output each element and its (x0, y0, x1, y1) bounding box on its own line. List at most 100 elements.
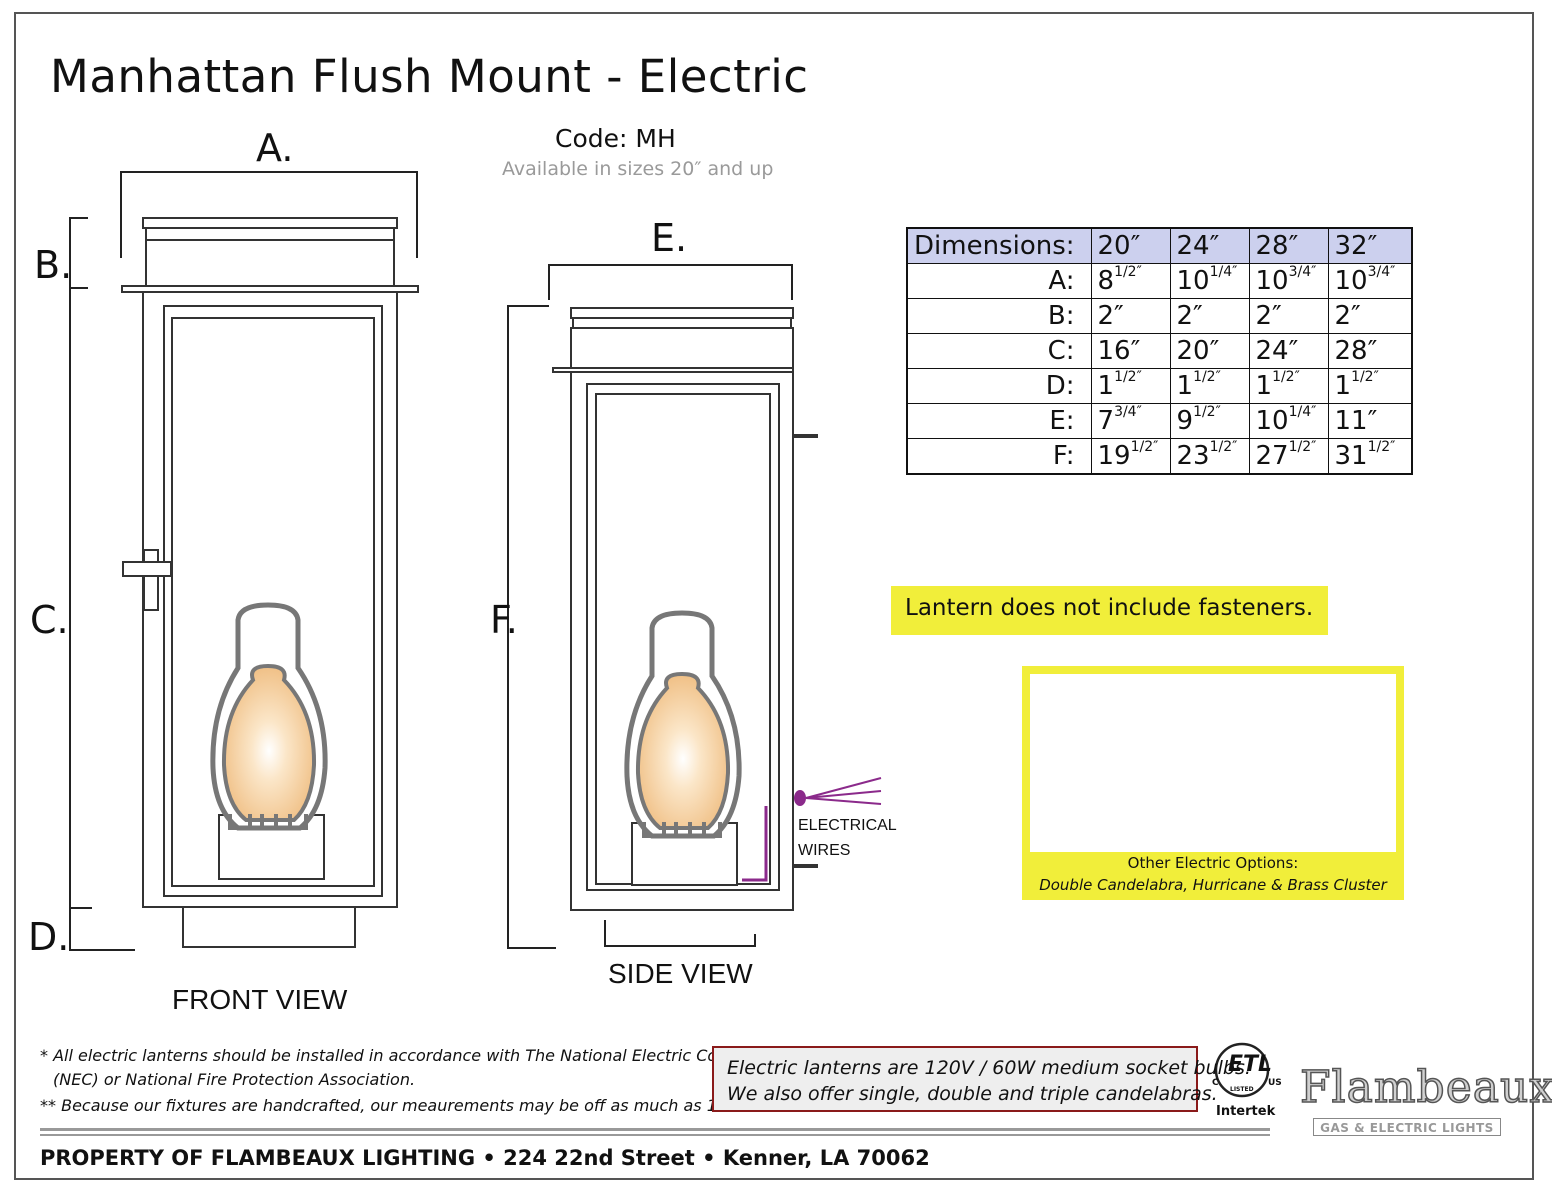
table-cell-whole: 1 (1334, 371, 1352, 401)
table-row-label: A: (906, 263, 1092, 299)
table-cell-fraction: 1/2″ (1114, 369, 1142, 385)
table-cell-whole: 1 (1097, 371, 1115, 401)
etl-mark: ETL (1228, 1052, 1273, 1077)
table-cell-whole: 28″ (1334, 336, 1378, 366)
product-code: Code: MH (555, 124, 676, 153)
fastener-note: Lantern does not include fasteners. (891, 586, 1328, 635)
dimension-label-b: B. (34, 243, 73, 287)
table-row: D:11/2″11/2″11/2″11/2″ (906, 368, 1413, 404)
table-cell: 2″ (1327, 298, 1413, 334)
dimension-label-c: C. (30, 598, 69, 642)
table-cell: 191/2″ (1090, 438, 1171, 475)
etl-listed-mark: LISTED (1230, 1086, 1254, 1093)
table-row: A:81/2″101/4″103/4″103/4″ (906, 263, 1413, 299)
table-cell: 73/4″ (1090, 403, 1171, 439)
options-subtitle: Double Candelabra, Hurricane & Brass Clu… (1039, 876, 1387, 894)
table-cell: 103/4″ (1327, 263, 1413, 299)
table-cell-fraction: 1/2″ (1130, 439, 1159, 455)
table-cell-fraction: 1/2″ (1367, 439, 1396, 455)
table-row: F:191/2″231/2″271/2″311/2″ (906, 438, 1413, 475)
table-row-label: C: (906, 333, 1092, 369)
footnote-1: * All electric lanterns should be instal… (40, 1046, 738, 1065)
front-dimension-lines (69, 171, 418, 951)
table-header-row: Dimensions: 20″ 24″ 28″ 32″ (906, 227, 1413, 264)
table-cell: 16″ (1090, 333, 1171, 369)
table-cell: 20″ (1169, 333, 1250, 369)
etl-us-mark: US (1268, 1078, 1282, 1088)
table-header-size: 24″ (1169, 227, 1250, 264)
table-cell-whole: 31 (1334, 441, 1368, 471)
table-cell: 11/2″ (1169, 368, 1250, 404)
footnote-2: ** Because our fixtures are handcrafted,… (40, 1096, 728, 1115)
side-hurricane-glass (624, 610, 742, 839)
table-header-size: 32″ (1327, 227, 1413, 264)
table-cell: 11/2″ (1248, 368, 1329, 404)
front-view-label: FRONT VIEW (172, 984, 348, 1015)
table-cell-whole: 2″ (1255, 301, 1282, 331)
table-cell-whole: 10 (1255, 266, 1289, 296)
table-cell-fraction: 3/4″ (1114, 404, 1142, 420)
table-cell-whole: 7 (1097, 406, 1115, 436)
table-cell: 2″ (1169, 298, 1250, 334)
table-row-label: D: (906, 368, 1092, 404)
footnote-1-continued: (NEC) or National Fire Protection Associ… (53, 1070, 416, 1089)
availability-note: Available in sizes 20″ and up (502, 158, 774, 180)
table-cell-fraction: 1/2″ (1193, 404, 1221, 420)
table-cell-fraction: 1/2″ (1351, 369, 1379, 385)
electrical-wires-label: ELECTRICAL WIRES (798, 813, 897, 863)
page-title: Manhattan Flush Mount - Electric (50, 50, 809, 103)
table-cell-whole: 10 (1176, 266, 1210, 296)
table-row-label: F: (906, 438, 1092, 475)
table-cell-fraction: 1/4″ (1288, 404, 1317, 420)
table-header-label: Dimensions: (906, 227, 1092, 264)
table-row-label: B: (906, 298, 1092, 334)
table-cell: 2″ (1248, 298, 1329, 334)
table-cell-fraction: 1/2″ (1209, 439, 1238, 455)
table-cell-whole: 2″ (1334, 301, 1361, 331)
side-view-label: SIDE VIEW (608, 958, 753, 989)
table-cell: 311/2″ (1327, 438, 1413, 475)
table-row: C:16″20″ 24″28″ (906, 333, 1413, 369)
table-cell-whole: 27 (1255, 441, 1289, 471)
table-cell: 2″ (1090, 298, 1171, 334)
flambeaux-tagline: GAS & ELECTRIC LIGHTS (1313, 1118, 1501, 1136)
electric-specs-line1: Electric lanterns are 120V / 60W medium … (727, 1057, 1251, 1079)
options-title: Other Electric Options: (1127, 854, 1299, 872)
table-header-size: 20″ (1090, 227, 1171, 264)
table-cell: 101/4″ (1169, 263, 1250, 299)
front-lantern (121, 217, 419, 948)
table-cell-whole: 8 (1097, 266, 1115, 296)
table-header-size: 28″ (1248, 227, 1329, 264)
table-cell: 231/2″ (1169, 438, 1250, 475)
front-hurricane-glass (210, 602, 328, 831)
intertek-label: Intertek (1216, 1104, 1276, 1119)
table-cell-whole: 1 (1255, 371, 1273, 401)
table-cell: 11/2″ (1090, 368, 1171, 404)
page-frame (14, 12, 1534, 1180)
etl-c-mark: C (1212, 1078, 1219, 1088)
electric-specs-note: Electric lanterns are 120V / 60W medium … (712, 1046, 1251, 1112)
table-cell-whole: 20″ (1176, 336, 1220, 366)
table-row-label: E: (906, 403, 1092, 439)
table-cell: 11/2″ (1327, 368, 1413, 404)
footer-divider-thin (40, 1134, 1270, 1136)
table-row: B:2″2″2″2″ (906, 298, 1413, 334)
table-cell-fraction: 3/4″ (1288, 264, 1317, 280)
dimension-label-f: F. (490, 598, 518, 642)
table-cell: 81/2″ (1090, 263, 1171, 299)
table-cell: 24″ (1248, 333, 1329, 369)
etl-listed-icon (1214, 1042, 1270, 1098)
table-cell-whole: 10 (1334, 266, 1368, 296)
table-cell-whole: 23 (1176, 441, 1210, 471)
table-cell-fraction: 1/2″ (1114, 264, 1142, 280)
table-cell: 28″ (1327, 333, 1413, 369)
table-cell: 91/2″ (1169, 403, 1250, 439)
table-cell: 271/2″ (1248, 438, 1329, 475)
table-cell-whole: 10 (1255, 406, 1289, 436)
table-row: E:73/4″91/2″101/4″11″ (906, 403, 1413, 439)
footer-address: PROPERTY OF FLAMBEAUX LIGHTING • 224 22n… (40, 1146, 930, 1170)
table-cell-whole: 9 (1176, 406, 1194, 436)
table-cell-fraction: 1/2″ (1288, 439, 1317, 455)
electric-specs-line2: We also offer single, double and triple … (727, 1083, 1218, 1105)
